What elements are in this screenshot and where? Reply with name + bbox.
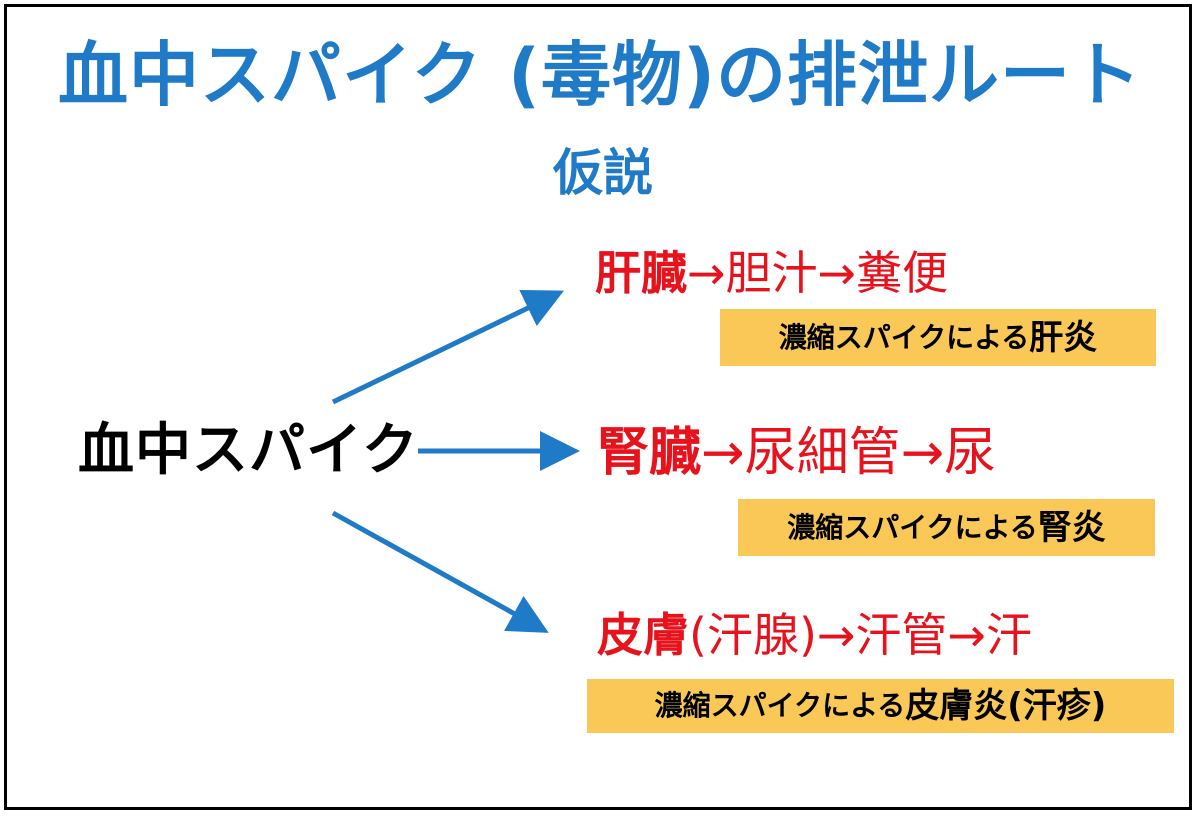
diagram-title: 血中スパイク (毒物)の排泄ルート — [58, 34, 1142, 116]
diagram-frame — [4, 4, 1192, 810]
note-kidney-prefix: 濃縮スパイクによる — [787, 510, 1038, 544]
route-kidney-organ: 腎臓 — [597, 423, 702, 483]
route-liver-organ: 肝臓 — [595, 246, 687, 300]
arrow-to-skin — [331, 510, 549, 633]
note-liver-disease: 肝炎 — [1029, 317, 1098, 358]
arrow-to-liver — [331, 290, 565, 405]
source-node: 血中スパイク — [78, 418, 419, 483]
note-liver: 濃縮スパイクによる肝炎 — [720, 309, 1156, 366]
route-kidney-path: →尿細管→尿 — [701, 423, 997, 483]
route-liver: 肝臓→胆汁→糞便 — [595, 250, 948, 296]
route-kidney: 腎臓→尿細管→尿 — [597, 427, 996, 479]
diagram-subtitle: 仮説 — [553, 144, 653, 202]
note-skin: 濃縮スパイクによる皮膚炎(汗疹) — [587, 679, 1174, 733]
note-kidney-disease: 腎炎 — [1037, 507, 1106, 548]
note-skin-disease: 皮膚炎(汗疹) — [905, 686, 1107, 726]
note-kidney: 濃縮スパイクによる腎炎 — [738, 499, 1155, 556]
route-skin-path: (汗腺)→汗管→汗 — [689, 608, 1032, 662]
route-skin-organ: 皮膚 — [597, 608, 689, 662]
route-skin: 皮膚(汗腺)→汗管→汗 — [597, 612, 1032, 658]
note-liver-prefix: 濃縮スパイクによる — [778, 320, 1030, 354]
route-liver-path: →胆汁→糞便 — [687, 246, 949, 300]
note-skin-prefix: 濃縮スパイクによる — [654, 689, 906, 722]
